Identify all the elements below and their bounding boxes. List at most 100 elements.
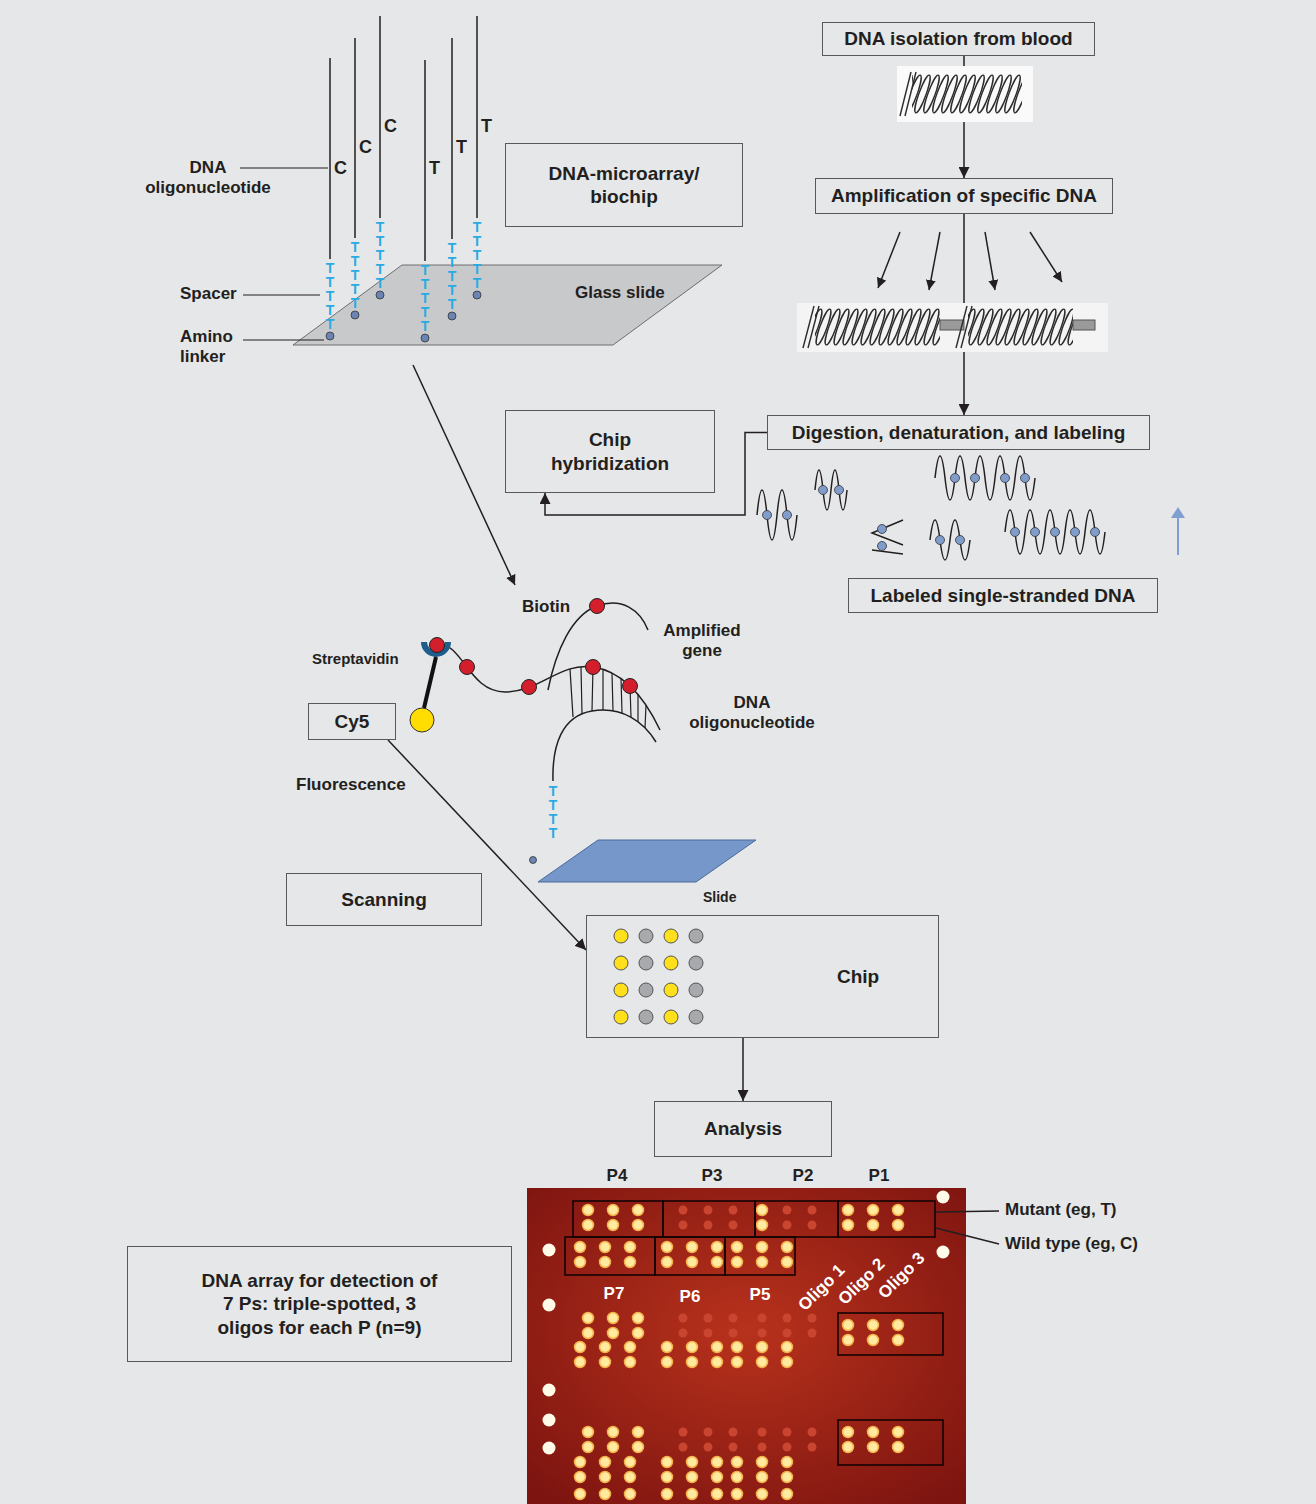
labeled-ssdna-strands <box>1177 516 1179 555</box>
labeled-ssdna-strands <box>878 542 887 551</box>
label-text: C <box>359 137 372 159</box>
box-text: Scanning <box>341 888 427 911</box>
chip-dots <box>614 1010 628 1024</box>
label-text: T T T T T <box>349 240 361 310</box>
array-image <box>758 1428 817 1452</box>
labeled-ssdna-strands <box>1031 528 1040 537</box>
label-text: P2 <box>793 1166 814 1186</box>
hybridization-illustration <box>645 705 646 728</box>
hybridization-illustration <box>621 678 622 713</box>
label-text: C <box>334 158 347 180</box>
box-text: Labeled single-stranded DNA <box>871 584 1136 607</box>
microarray-illustration <box>243 294 320 295</box>
chip-dots <box>689 983 703 997</box>
labeled-ssdna-strands <box>1021 474 1030 483</box>
chip-dots <box>664 983 678 997</box>
hybridization-illustration <box>530 857 537 864</box>
box-text: DNA array for detection of 7 Ps: triple-… <box>195 1269 445 1339</box>
labeled-ssdna-strands <box>815 470 847 510</box>
labeled-ssdna-strands <box>971 474 980 483</box>
label-text: Biotin <box>522 597 570 617</box>
labeled-ssdna-strands <box>1171 507 1185 518</box>
process-box: Cy5 <box>308 703 396 740</box>
dna-helix-picture <box>900 72 911 116</box>
hybridization-illustration <box>623 679 638 694</box>
array-image <box>543 1244 556 1257</box>
label-text: Fluorescence <box>296 775 406 795</box>
amplified-dna-picture <box>956 306 967 348</box>
microarray-illustration <box>329 58 331 259</box>
chip-dots <box>639 929 703 1024</box>
labeled-ssdna-strands <box>757 456 1185 560</box>
hybridization-illustration <box>437 603 660 781</box>
label-text: P4 <box>607 1166 628 1186</box>
chip-dots <box>614 956 628 970</box>
microarray-illustration <box>451 38 453 239</box>
box-text: Digestion, denaturation, and labeling <box>792 421 1126 444</box>
chip-dots <box>639 1010 653 1024</box>
array-image <box>662 1457 723 1483</box>
process-box: Chip <box>586 915 939 1038</box>
array-image <box>527 1188 999 1504</box>
label-text: Wild type (eg, C) <box>1005 1234 1138 1254</box>
label-text: T <box>481 116 492 138</box>
array-image <box>843 1205 904 1231</box>
box-text: DNA-microarray/ biochip <box>529 162 719 208</box>
array-image <box>843 1320 904 1346</box>
split-arrows <box>929 232 940 290</box>
array-image <box>583 1427 644 1453</box>
array-image <box>543 1414 556 1427</box>
chip-dots <box>639 983 653 997</box>
split-arrows <box>878 232 1062 290</box>
array-image <box>732 1489 793 1500</box>
array-image <box>755 1201 838 1237</box>
hybridization-illustration <box>586 660 601 675</box>
chip-dots <box>614 929 628 943</box>
label-text: P3 <box>702 1166 723 1186</box>
box-text: Chip <box>837 965 879 988</box>
microarray-illustration <box>424 60 426 261</box>
process-box: Amplification of specific DNA <box>815 178 1113 214</box>
amplified-dna-picture <box>1073 320 1095 330</box>
microarray-illustration <box>448 312 456 320</box>
labeled-ssdna-strands <box>956 536 965 545</box>
hybridization-illustration <box>522 680 537 695</box>
hybridization-illustration <box>410 708 434 732</box>
array-image <box>838 1420 943 1465</box>
array-image <box>757 1205 768 1216</box>
chip-dots <box>639 956 653 970</box>
microarray-illustration <box>240 167 328 168</box>
process-box: DNA array for detection of 7 Ps: triple-… <box>127 1246 512 1362</box>
label-text: T T T T <box>547 784 559 840</box>
array-image <box>936 1211 999 1244</box>
label-text: T T T T T <box>419 263 431 333</box>
chip-dots <box>689 929 703 943</box>
labeled-ssdna-strands <box>757 490 797 540</box>
microarray-illustration <box>354 38 356 238</box>
array-image <box>662 1489 723 1500</box>
labeled-ssdna-strands <box>763 511 772 520</box>
chip-dots <box>664 1010 678 1024</box>
box-text: Amplification of specific DNA <box>831 184 1097 207</box>
labeled-ssdna-strands <box>757 456 1105 560</box>
hybridization-illustration <box>410 365 756 882</box>
box-text: Analysis <box>704 1117 782 1140</box>
array-image <box>662 1242 723 1268</box>
hybridization-illustration <box>430 638 445 653</box>
box-text: Cy5 <box>335 710 370 733</box>
dna-helix-picture <box>900 72 916 116</box>
amplified-dna-picture <box>803 306 972 348</box>
array-image <box>583 1313 644 1339</box>
hybridization-illustration <box>553 710 656 781</box>
chip-dots <box>664 929 678 943</box>
microarray-illustration <box>421 334 429 342</box>
microarray-illustration <box>473 291 481 299</box>
array-image <box>543 1191 950 1455</box>
label-text: T <box>429 158 440 180</box>
amplified-dna-picture <box>797 303 1108 352</box>
hybridization-illustration <box>590 599 605 614</box>
hybridization-illustration <box>413 365 515 585</box>
array-image <box>757 1205 768 1231</box>
chip-dots <box>614 929 703 1024</box>
labeled-ssdna-strands <box>1091 528 1100 537</box>
